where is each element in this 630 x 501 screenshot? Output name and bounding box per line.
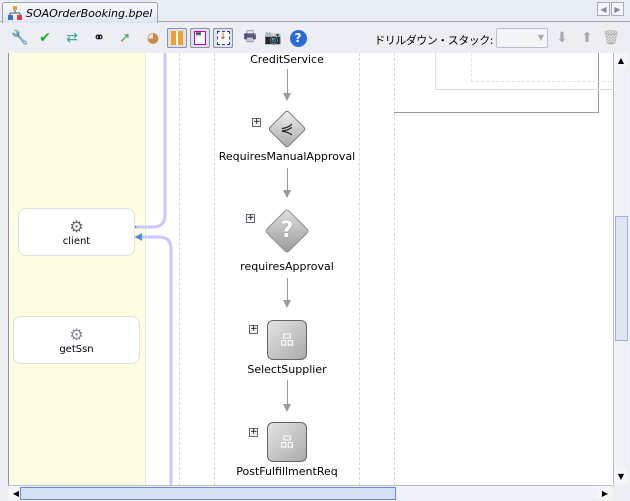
question-icon: ? bbox=[280, 218, 294, 243]
binoculars-icon[interactable]: ⚭ bbox=[93, 30, 105, 46]
help-icon[interactable]: ? bbox=[288, 28, 308, 48]
trash-icon[interactable]: 🗑 bbox=[602, 30, 620, 46]
scope-border bbox=[435, 53, 613, 90]
activity-postfulfillmentreq[interactable]: 品 bbox=[267, 422, 307, 462]
gear-icon: ⚙ bbox=[69, 217, 84, 236]
arrow-head bbox=[283, 93, 291, 101]
deploy-icon[interactable]: ⇄ bbox=[66, 30, 78, 46]
camera-icon[interactable]: 📷 bbox=[264, 30, 282, 46]
scroll-left-button[interactable]: ◀ bbox=[9, 486, 23, 500]
partner-link-label: getSsn bbox=[59, 344, 94, 355]
bpel-design-canvas[interactable]: ⚙ client ⚙ getSsn CreditService + ⋞ Requ… bbox=[8, 53, 613, 485]
activity-label: PostFulfillmentReq bbox=[236, 465, 338, 478]
checkmark-icon[interactable]: ✔ bbox=[39, 30, 51, 46]
expand-button[interactable]: + bbox=[249, 427, 258, 437]
print-icon[interactable]: 🖶 bbox=[243, 29, 257, 45]
scope-icon: 品 bbox=[280, 435, 294, 451]
gear-database-icon: ⚙ bbox=[69, 325, 84, 344]
activity-requiresmanualapproval[interactable]: ⋞ bbox=[267, 109, 307, 149]
drilldown-stack-label: ドリルダウン・スタック: bbox=[374, 34, 493, 47]
lane-divider bbox=[394, 53, 395, 485]
swimlane-view-button[interactable] bbox=[167, 28, 187, 48]
partner-link-getssn[interactable]: ⚙ getSsn bbox=[13, 316, 140, 364]
lane-divider bbox=[214, 53, 215, 485]
arrows-icon[interactable]: ➚ bbox=[119, 30, 131, 46]
toolbar: 🔧 ✔ ⇄ ⚭ ➚ ◕ ≡ ↓ 🖶 📷 ? ドリルダウン・スタック: ▼ ⬇ ⬆… bbox=[0, 23, 630, 53]
drilldown-view-button[interactable]: ↓ bbox=[213, 28, 233, 48]
flow-arrow bbox=[287, 168, 288, 190]
vertical-scroll-thumb[interactable] bbox=[615, 216, 628, 341]
partner-links-swimlane bbox=[9, 53, 146, 485]
tab-title: SOAOrderBooking.bpel bbox=[26, 6, 153, 20]
source-view-button[interactable]: ≡ bbox=[190, 28, 210, 48]
palette-icon[interactable]: ◕ bbox=[146, 30, 160, 46]
tab-scroll-right-button[interactable]: ▶ bbox=[611, 2, 624, 16]
flow-arrow bbox=[287, 380, 288, 404]
wrench-icon[interactable]: 🔧 bbox=[11, 30, 29, 46]
activity-label: RequiresManualApproval bbox=[218, 150, 356, 163]
arrow-head bbox=[283, 404, 291, 412]
drilldown-stack-dropdown[interactable]: ▼ bbox=[496, 28, 548, 48]
flow-icon: ⋞ bbox=[280, 119, 294, 138]
scope-border bbox=[471, 53, 613, 82]
activity-label: requiresApproval bbox=[240, 260, 334, 273]
scope-icon: 品 bbox=[280, 333, 294, 349]
horizontal-scroll-thumb[interactable] bbox=[20, 487, 396, 500]
expand-button[interactable]: + bbox=[252, 117, 261, 127]
arrow-head bbox=[283, 300, 291, 308]
horizontal-scrollbar[interactable]: ◀ ▶ bbox=[8, 485, 613, 500]
arrow-head bbox=[283, 190, 291, 198]
tab-scroll-left-button[interactable]: ◀ bbox=[597, 2, 610, 16]
drill-up-icon[interactable]: ⬆ bbox=[581, 30, 593, 46]
expand-button[interactable]: + bbox=[249, 324, 258, 334]
activity-creditservice-label[interactable]: CreditService bbox=[250, 53, 324, 66]
tab-soaorderbooking[interactable]: SOAOrderBooking.bpel bbox=[2, 2, 158, 23]
connector-line bbox=[135, 53, 167, 229]
partner-link-connectors bbox=[131, 53, 173, 485]
activity-requiresapproval[interactable]: ? bbox=[264, 208, 310, 254]
vertical-scrollbar[interactable]: ▲ ▼ bbox=[613, 53, 629, 485]
connector-line bbox=[135, 235, 173, 485]
flow-arrow bbox=[287, 69, 288, 93]
activity-selectsupplier[interactable]: 品 bbox=[267, 320, 307, 360]
drill-down-icon[interactable]: ⬇ bbox=[556, 30, 568, 46]
editor-tab-bar: SOAOrderBooking.bpel ◀ ▶ bbox=[0, 0, 630, 23]
lane-divider bbox=[359, 53, 360, 485]
chevron-down-icon: ▼ bbox=[537, 33, 544, 42]
scope-border bbox=[394, 53, 599, 113]
expand-button[interactable]: + bbox=[246, 213, 255, 223]
lane-divider bbox=[179, 53, 180, 485]
bpel-process-icon bbox=[8, 6, 22, 20]
connector-arrow bbox=[135, 233, 142, 241]
scroll-down-button[interactable]: ▼ bbox=[614, 469, 628, 483]
flow-arrow bbox=[287, 278, 288, 300]
scroll-right-button[interactable]: ▶ bbox=[598, 486, 612, 500]
partner-link-label: client bbox=[62, 236, 91, 247]
partner-link-client[interactable]: ⚙ client bbox=[18, 208, 135, 256]
activity-label: SelectSupplier bbox=[247, 363, 327, 376]
scroll-up-button[interactable]: ▲ bbox=[614, 53, 628, 67]
